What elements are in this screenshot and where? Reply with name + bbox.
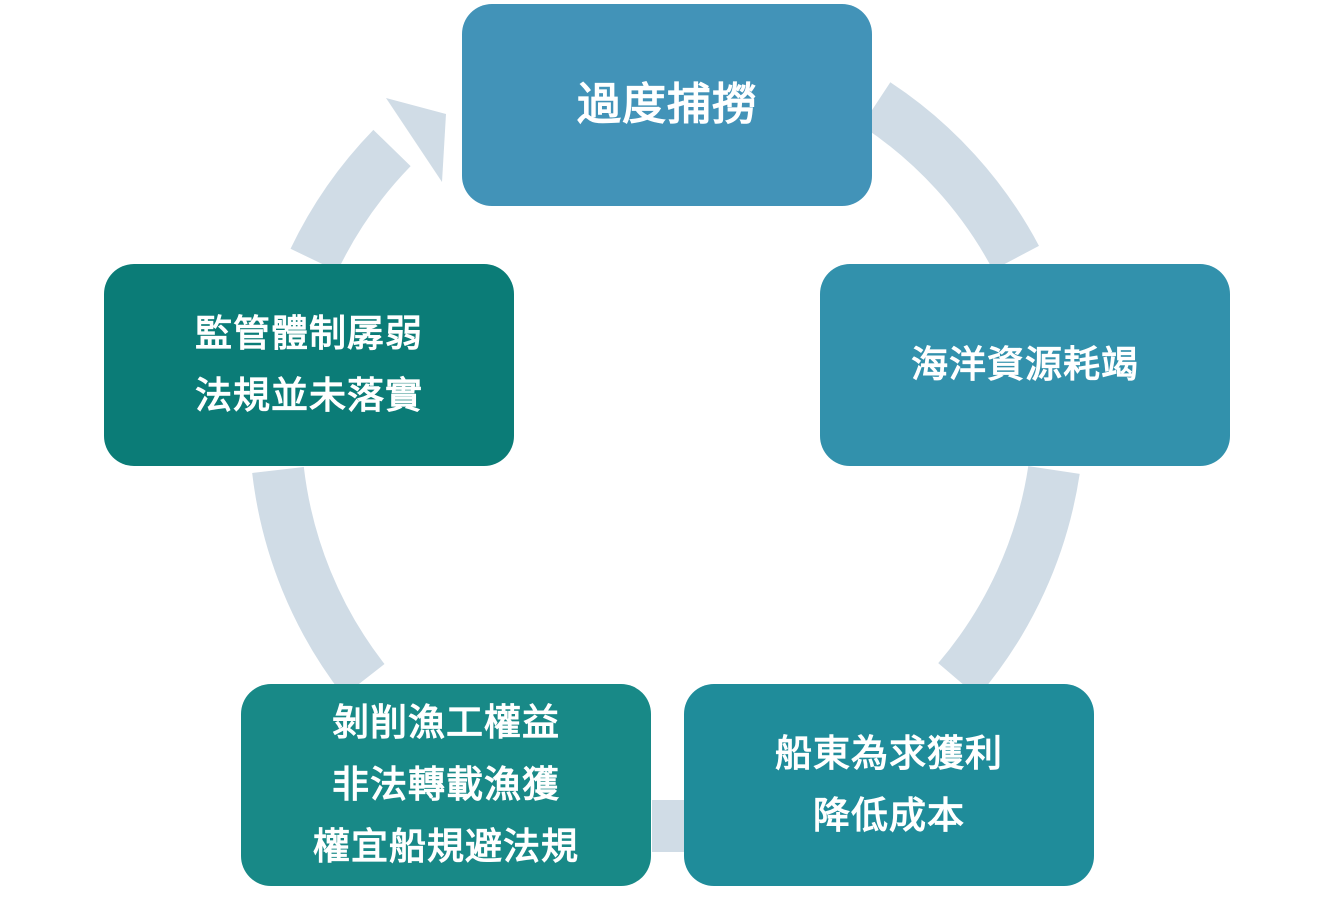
ring-segment-labor-to-regulation	[252, 466, 385, 696]
node-overfishing-line-1: 過度捕撈	[577, 79, 757, 130]
node-weak-regulation-line-2: 法規並未落實	[195, 374, 423, 417]
ring-segment-overfishing-to-depletion	[861, 82, 1039, 271]
node-cost-cutting: 船東為求獲利 降低成本	[684, 684, 1094, 886]
arrowhead	[386, 98, 446, 182]
node-labor-exploitation-line-2: 非法轉載漁獲	[332, 763, 560, 806]
cycle-arrow	[252, 82, 1080, 852]
node-cost-cutting-line-2: 降低成本	[813, 794, 965, 837]
node-labor-exploitation-line-3: 權宜船規避法規	[313, 825, 579, 868]
node-cost-cutting-line-1: 船東為求獲利	[775, 732, 1003, 775]
node-overfishing: 過度捕撈	[462, 4, 872, 206]
node-resource-depletion: 海洋資源耗竭	[820, 264, 1230, 466]
ring-segment-regulation-to-overfishing	[290, 129, 411, 272]
node-resource-depletion-line-1: 海洋資源耗竭	[911, 343, 1139, 386]
node-weak-regulation: 監管體制孱弱 法規並未落實	[104, 264, 514, 466]
node-labor-exploitation: 剝削漁工權益 非法轉載漁獲 權宜船規避法規	[241, 684, 651, 886]
node-weak-regulation-line-1: 監管體制孱弱	[195, 312, 423, 355]
ring-segment-depletion-to-cost	[938, 465, 1080, 697]
node-labor-exploitation-line-1: 剝削漁工權益	[332, 701, 560, 744]
